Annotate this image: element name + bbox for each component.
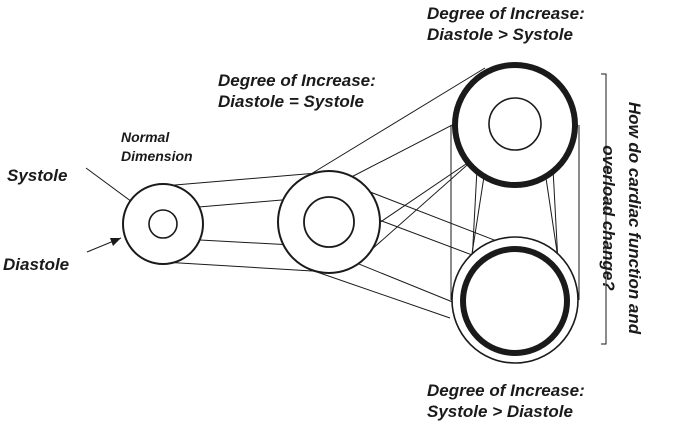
equal-increase-systole-circle [303,196,355,248]
diastole-greater-label: Degree of Increase: Diastole > Systole [427,3,585,45]
normal-dimension-label: Normal Dimension [121,128,193,166]
question-vertical-text: How do cardiac function and overload cha… [591,68,647,368]
systole-dominant-systole-circle [460,246,570,356]
connector-outer-mid-to-top [305,67,486,178]
diastole-greater-label-line1: Degree of Increase: [427,4,585,23]
question-line2: overload change? [599,145,618,291]
diastole-equal-label-line2: Diastole = Systole [218,92,364,111]
diastole-equal-label: Degree of Increase: Diastole = Systole [218,70,376,112]
systole-greater-label: Degree of Increase: Systole > Diastole [427,380,585,422]
systole-label: Systole [7,166,68,185]
normal-dimension-label-line1: Normal [121,129,170,145]
diastole-label: Diastole [3,255,70,274]
connector-outer-lower-mid-to-bottom [313,270,451,319]
normal-systole-circle [148,209,178,239]
normal-dimension-label-line2: Dimension [121,148,193,164]
diastole-equal-label-line1: Degree of Increase: [218,71,376,90]
systole-greater-label-line2: Systole > Diastole [427,402,573,421]
question-line1: How do cardiac function and [625,101,644,335]
connector-outer-bottom-normal-to-mid [162,261,330,273]
question-bracket [601,73,612,345]
systole-greater-label-line1: Degree of Increase: [427,381,585,400]
diastole-dominant-systole-circle [488,97,542,151]
diastole-greater-label-line2: Diastole > Systole [427,25,573,44]
connector-outer-top-normal-to-mid [162,171,330,187]
diastole-arrow-head [110,238,121,246]
